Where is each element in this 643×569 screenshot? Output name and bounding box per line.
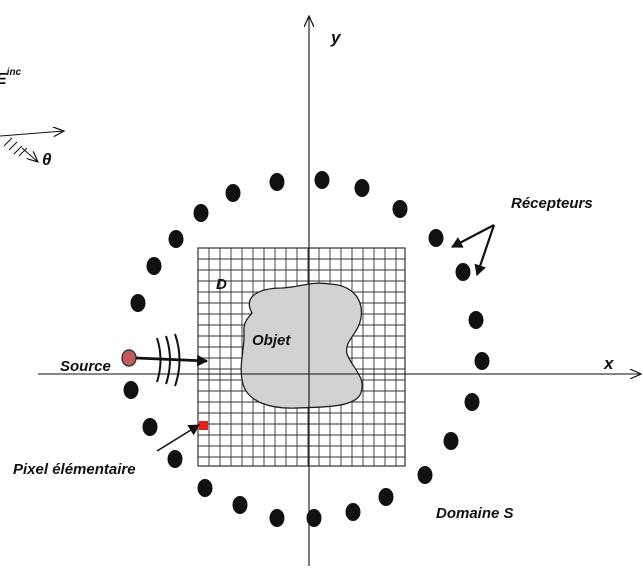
pixel-grid-domain-d (197, 247, 406, 467)
incident-field-symbol: E (0, 71, 8, 88)
incident-wavefront-marks (3, 137, 28, 157)
receiver-dot (354, 179, 370, 197)
receiver-dot (306, 509, 322, 527)
receiver-dot (168, 230, 184, 248)
receiver-dot (428, 229, 444, 247)
receiver-dot (146, 257, 162, 275)
grid-domain-label: D (216, 276, 227, 293)
receiver-dot (269, 173, 285, 191)
receiver-dot (378, 488, 394, 506)
object-label: Objet (252, 332, 291, 349)
receiver-dot (269, 509, 285, 527)
receiver-dot (468, 311, 484, 329)
source-beam-arrow (135, 354, 208, 367)
incident-field-superscript: inc (7, 67, 22, 78)
source-label: Source (60, 358, 111, 375)
receiver-dot (167, 450, 183, 468)
angle-arrow (21, 147, 38, 162)
receiver-dot (142, 418, 158, 436)
incident-field-label: Einc (0, 67, 22, 88)
receiver-dot (314, 171, 330, 189)
receiver-dot (225, 184, 241, 202)
receiver-ring (123, 171, 490, 527)
receivers-label: Récepteurs (511, 195, 593, 212)
receiver-dot (464, 393, 480, 411)
pixel-label: Pixel élémentaire (13, 461, 136, 478)
elementary-pixel (199, 421, 208, 430)
receiver-dot (197, 479, 213, 497)
receiver-dot (232, 496, 248, 514)
pixel-pointer-arrow (156, 424, 200, 452)
source-emitter (121, 349, 137, 367)
receiver-dot (392, 200, 408, 218)
incident-direction-arrow (0, 131, 64, 136)
receiver-dot (443, 432, 459, 450)
y-axis-label: y (330, 28, 342, 47)
receiver-dot (123, 381, 139, 399)
domain-label: Domaine S (436, 505, 514, 522)
angle-label: θ (42, 150, 52, 169)
receiver-dot (345, 503, 361, 521)
receiver-dot (417, 466, 433, 484)
receiver-dot (455, 263, 471, 281)
receiver-dot (130, 294, 146, 312)
wavefront-arcs (156, 333, 181, 387)
receiver-pointer-arrows (451, 224, 496, 276)
receiver-dot (193, 204, 209, 222)
receiver-dot (474, 352, 490, 370)
object-shape (240, 282, 363, 409)
x-axis-label: x (603, 354, 615, 373)
